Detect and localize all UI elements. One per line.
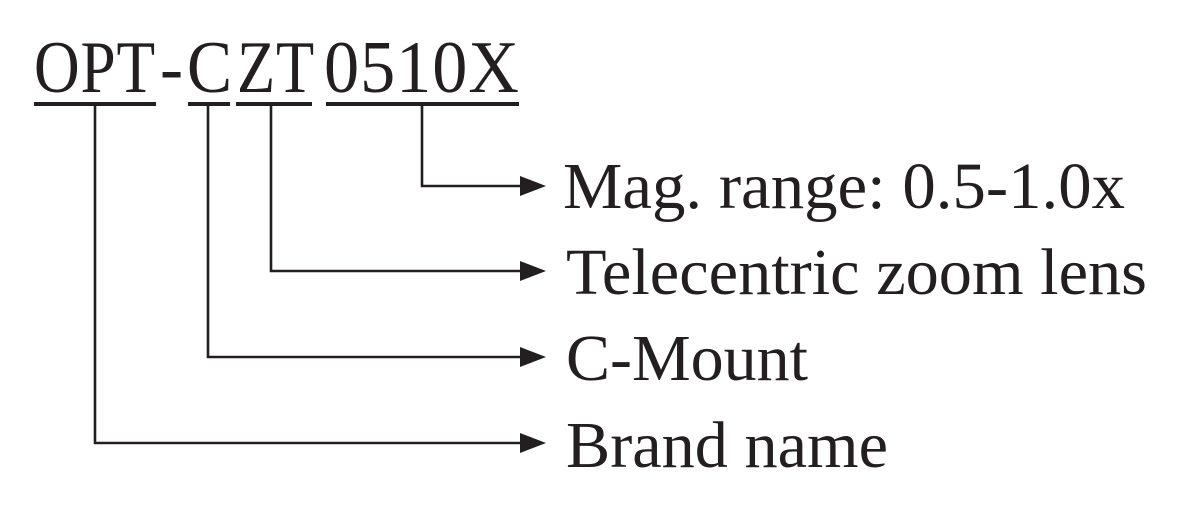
leader-lines — [93, 106, 522, 445]
leader-line-lens-type — [269, 106, 522, 273]
model-code: OPT - C ZT 0510X — [34, 27, 520, 109]
code-segment-mount: C — [187, 27, 233, 109]
label-lens-type: Telecentric zoom lens — [566, 236, 1147, 309]
arrowhead-magnification — [520, 176, 546, 196]
label-mount: C-Mount — [566, 322, 808, 395]
leader-line-prefix — [93, 106, 522, 445]
code-segment-magnification: 0510X — [324, 27, 520, 109]
code-separator: - — [160, 27, 184, 109]
label-magnification: Mag. range: 0.5-1.0x — [563, 150, 1125, 223]
leader-line-magnification — [420, 106, 522, 188]
arrowhead-prefix — [520, 433, 546, 453]
code-segment-lens-type: ZT — [237, 27, 315, 109]
leader-line-mount — [206, 106, 522, 359]
arrowhead-mount — [520, 347, 546, 367]
segment-labels: Mag. range: 0.5-1.0x Telecentric zoom le… — [563, 150, 1147, 482]
label-prefix: Brand name — [566, 409, 888, 482]
arrowhead-lens-type — [520, 261, 546, 281]
arrowheads — [520, 176, 546, 453]
code-segment-prefix: OPT — [34, 27, 156, 109]
